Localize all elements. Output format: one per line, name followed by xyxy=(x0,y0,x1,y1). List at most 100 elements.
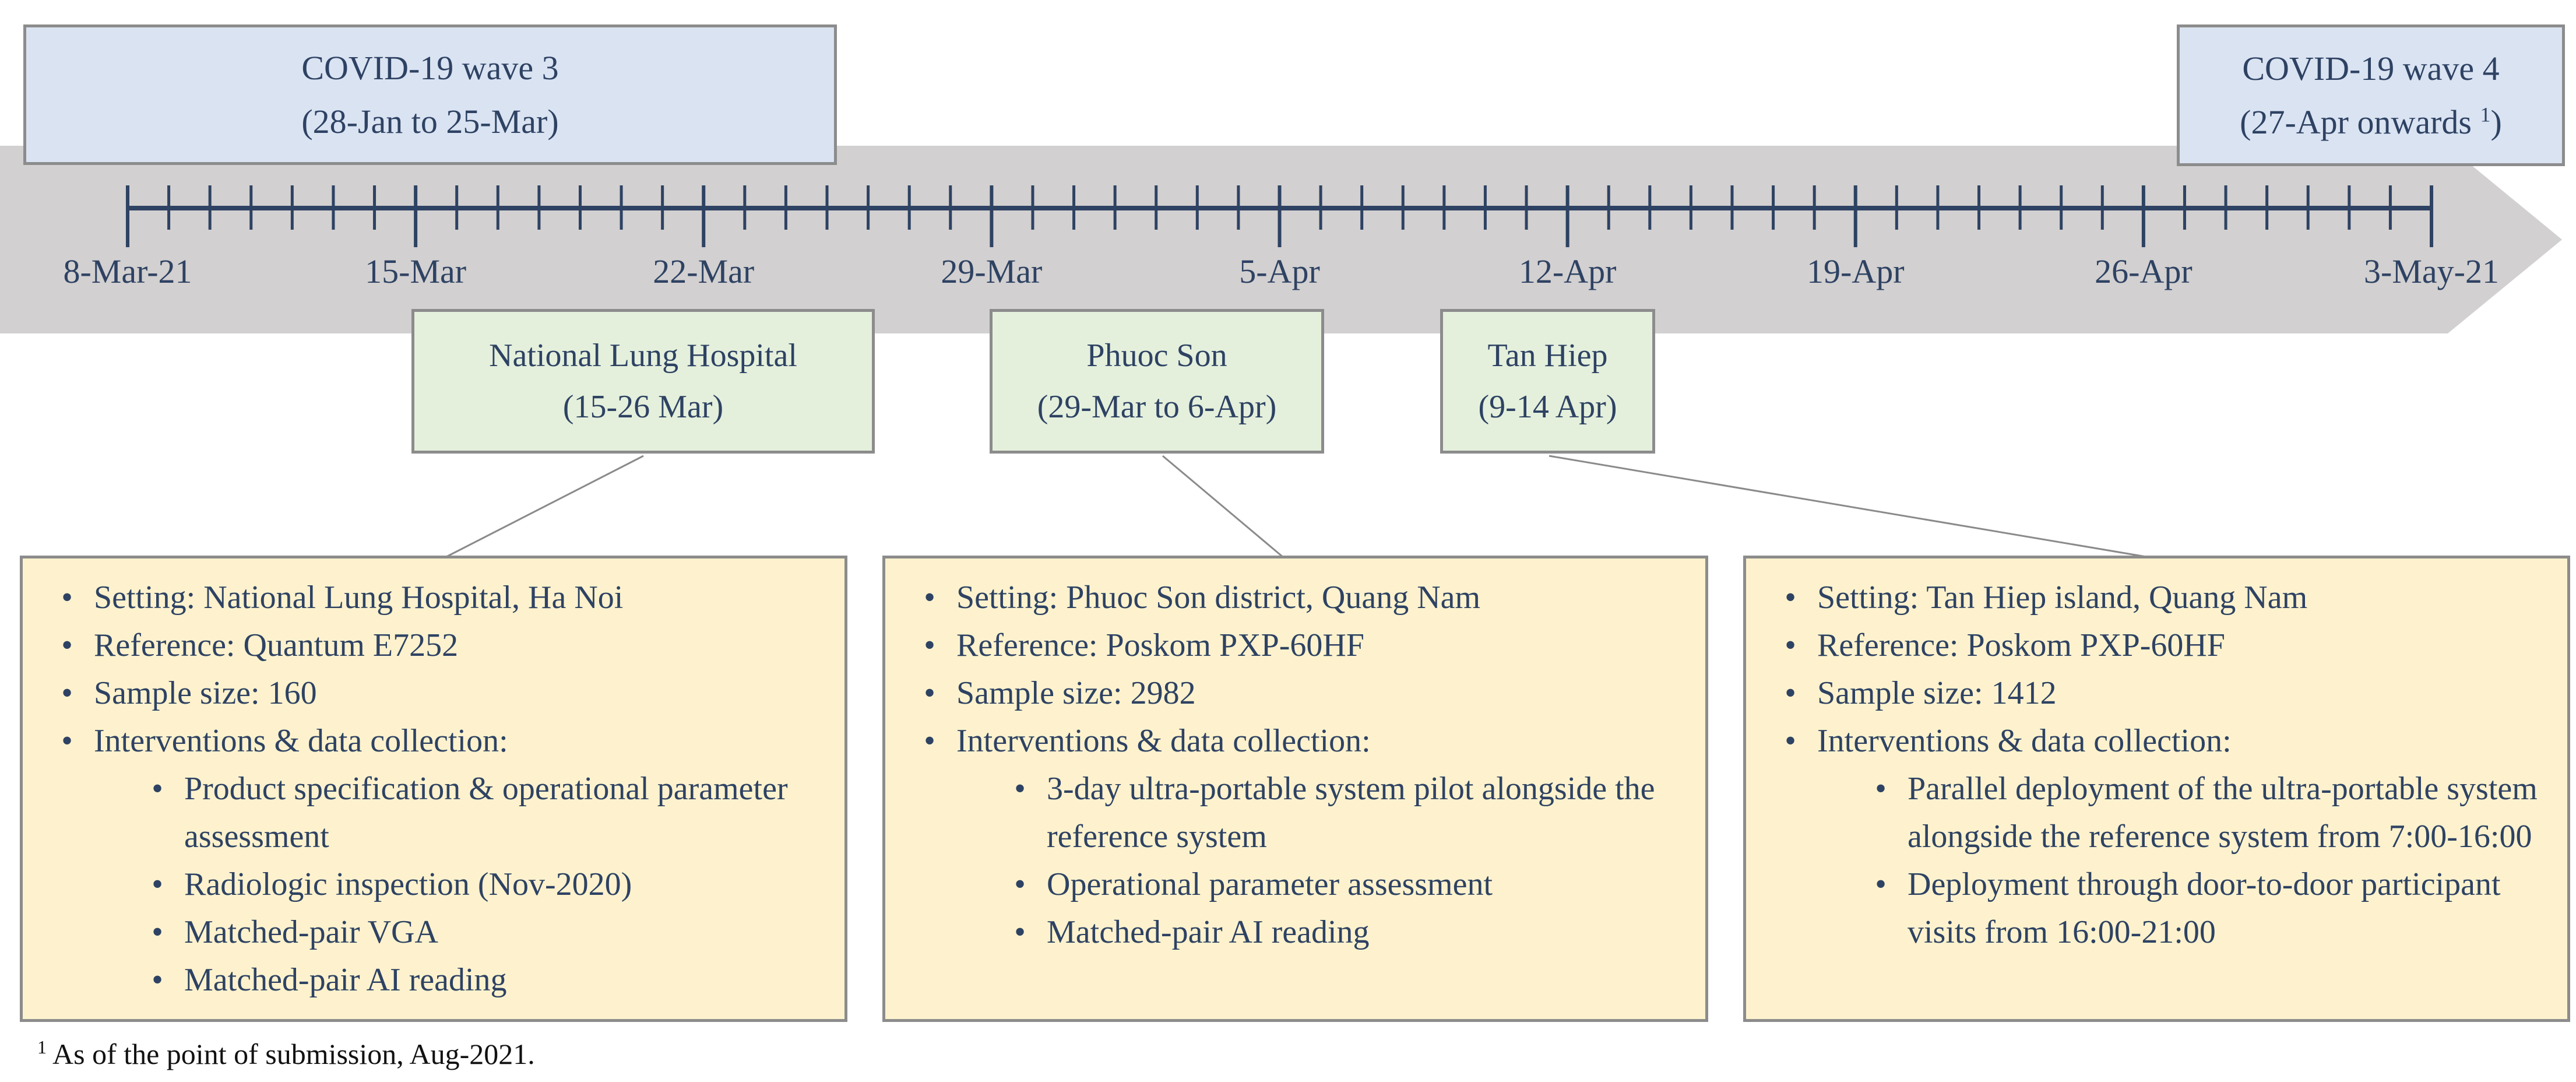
site-dates: (15-26 Mar) xyxy=(562,389,724,425)
detail-item-level1: • Setting: Phuoc Son district, Quang Nam xyxy=(903,574,1691,621)
detail-text: Product specification & operational para… xyxy=(184,771,788,855)
detail-text: Radiologic inspection (Nov-2020) xyxy=(184,866,632,902)
connector-line-phuoc-son xyxy=(1162,455,1284,558)
detail-text: Matched-pair VGA xyxy=(184,914,438,950)
detail-box-national-lung-hospital: • Setting: National Lung Hospital, Ha Noi… xyxy=(20,556,847,1022)
detail-item-level2: • 3-day ultra-portable system pilot along… xyxy=(993,765,1691,860)
bullet-icon: • xyxy=(1014,866,1026,902)
footnote-marker: 1 xyxy=(37,1037,47,1058)
bullet-icon: • xyxy=(61,579,73,616)
timeline-date-label: 19-Apr xyxy=(1806,252,1905,290)
bullet-icon: • xyxy=(1875,771,1887,807)
timeline-date-label: 29-Mar xyxy=(941,252,1043,290)
bullet-icon: • xyxy=(1785,579,1796,616)
bullet-icon: • xyxy=(924,627,935,663)
site-box-national-lung-hospital: National Lung Hospital (15-26 Mar) xyxy=(411,309,875,454)
bullet-icon: • xyxy=(152,771,163,807)
bullet-icon: • xyxy=(924,723,935,759)
detail-item-level1: • Setting: Tan Hiep island, Quang Nam xyxy=(1764,574,2553,621)
detail-item-level1: • Sample size: 1412 xyxy=(1764,669,2553,717)
detail-item-level2: • Radiologic inspection (Nov-2020) xyxy=(131,860,830,908)
detail-text: Reference: Quantum E7252 xyxy=(94,627,459,663)
bullet-icon: • xyxy=(1785,723,1796,759)
connector-line-tan-hiep xyxy=(1549,455,2150,558)
wave4-dates-pre: (27-Apr onwards xyxy=(2240,103,2480,141)
detail-item-level2: • Matched-pair VGA xyxy=(131,908,830,956)
detail-text: Reference: Poskom PXP-60HF xyxy=(956,627,1364,663)
detail-list: • Setting: National Lung Hospital, Ha Noi… xyxy=(23,558,844,1004)
timeline-date-label: 15-Mar xyxy=(365,252,467,290)
detail-box-phuoc-son: •Setting: Phuoc Son district, Quang Nam•… xyxy=(882,556,1708,1022)
detail-item-level1: • Sample size: 160 xyxy=(40,669,830,717)
detail-item-level1: • Setting: National Lung Hospital, Ha Noi xyxy=(40,574,830,621)
detail-item-level2: • Deployment through door-to-door partici… xyxy=(1854,860,2553,956)
detail-text: Reference: Poskom PXP-60HF xyxy=(1817,627,2225,663)
detail-text: Matched-pair AI reading xyxy=(1047,914,1370,950)
wave3-dates: (28-Jan to 25-Mar) xyxy=(301,102,559,140)
detail-text: Interventions & data collection: xyxy=(94,723,508,759)
detail-text: Sample size: 160 xyxy=(94,675,317,711)
detail-item-level1: •Sample size: 2982 xyxy=(903,669,1691,717)
bullet-icon: • xyxy=(1875,866,1887,902)
timeline-ticks xyxy=(126,185,2433,247)
wave3-title: COVID-19 wave 3 xyxy=(301,48,559,87)
detail-box-tan-hiep: • Setting: Tan Hiep island, Quang Nam • Ref… xyxy=(1743,556,2570,1022)
bullet-icon: • xyxy=(1014,771,1026,807)
bullet-icon: • xyxy=(1014,914,1026,950)
detail-list: •Setting: Phuoc Son district, Quang Nam•… xyxy=(885,558,1705,956)
timeline-date-label: 5-Apr xyxy=(1239,252,1320,290)
bullet-icon: • xyxy=(1785,627,1796,663)
detail-text: Sample size: 2982 xyxy=(956,675,1196,711)
site-box-tan-hiep: Tan Hiep (9-14 Apr) xyxy=(1440,309,1655,454)
wave4-footnote-marker: 1 xyxy=(2480,103,2491,127)
bullet-icon: • xyxy=(152,866,163,902)
site-name: Phuoc Son xyxy=(1086,338,1227,374)
footnote-text: As of the point of submission, Aug-2021. xyxy=(52,1037,535,1070)
detail-text: Deployment through door-to-door particip… xyxy=(1908,866,2501,950)
wave3-box: COVID-19 wave 3 (28-Jan to 25-Mar) xyxy=(23,24,837,165)
detail-item-level2: • Matched-pair AI reading xyxy=(131,956,830,1004)
detail-text: Setting: Phuoc Son district, Quang Nam xyxy=(956,579,1481,616)
detail-text: Parallel deployment of the ultra-portabl… xyxy=(1908,771,2538,855)
detail-item-level1: • Reference: Poskom PXP-60HF xyxy=(903,621,1691,669)
timeline-date-label: 22-Mar xyxy=(653,252,755,290)
detail-text: Interventions & data collection: xyxy=(1817,723,2232,759)
detail-item-level1: • Reference: Quantum E7252 xyxy=(40,621,830,669)
detail-text: Interventions & data collection: xyxy=(956,723,1371,759)
detail-list: • Setting: Tan Hiep island, Quang Nam • Ref… xyxy=(1746,558,2567,956)
wave4-box: COVID-19 wave 4 (27-Apr onwards 1) xyxy=(2177,24,2565,166)
wave4-dates: (27-Apr onwards 1) xyxy=(2240,96,2502,149)
site-box-phuoc-son: Phuoc Son (29-Mar to 6-Apr) xyxy=(990,309,1324,454)
detail-item-level1: • Interventions & data collection: xyxy=(40,717,830,765)
detail-text: Setting: Tan Hiep island, Quang Nam xyxy=(1817,579,2308,616)
bullet-icon: • xyxy=(152,962,163,998)
bullet-icon: • xyxy=(924,579,935,616)
detail-text: Sample size: 1412 xyxy=(1817,675,2057,711)
detail-item-level1: • Interventions & data collection: xyxy=(1764,717,2553,765)
site-name: National Lung Hospital xyxy=(489,338,797,374)
wave4-dates-post: ) xyxy=(2490,103,2502,141)
detail-text: Matched-pair AI reading xyxy=(184,962,507,998)
detail-item-level2: • Parallel deployment of the ultra-portab… xyxy=(1854,765,2553,860)
detail-text: Operational parameter assessment xyxy=(1047,866,1493,902)
detail-item-level2: • Product specification & operational par… xyxy=(131,765,830,860)
detail-text: Setting: National Lung Hospital, Ha Noi xyxy=(94,579,624,616)
site-dates: (29-Mar to 6-Apr) xyxy=(1037,389,1277,425)
detail-item-level2: • Matched-pair AI reading xyxy=(993,908,1691,956)
bullet-icon: • xyxy=(61,627,73,663)
detail-item-level1: • Interventions & data collection: xyxy=(903,717,1691,765)
timeline-date-label: 12-Apr xyxy=(1518,252,1617,290)
bullet-icon: • xyxy=(1785,675,1796,711)
detail-item-level2: • Operational parameter assessment xyxy=(993,860,1691,908)
timeline-date-label: 26-Apr xyxy=(2095,252,2193,290)
bullet-icon: • xyxy=(152,914,163,950)
detail-text: 3-day ultra-portable system pilot alongs… xyxy=(1047,771,1655,855)
timeline-date-label: 3-May-21 xyxy=(2364,252,2499,290)
site-name: Tan Hiep xyxy=(1487,338,1608,374)
bullet-icon: • xyxy=(61,723,73,759)
bullet-icon: • xyxy=(61,675,73,711)
site-dates: (9-14 Apr) xyxy=(1478,389,1617,425)
